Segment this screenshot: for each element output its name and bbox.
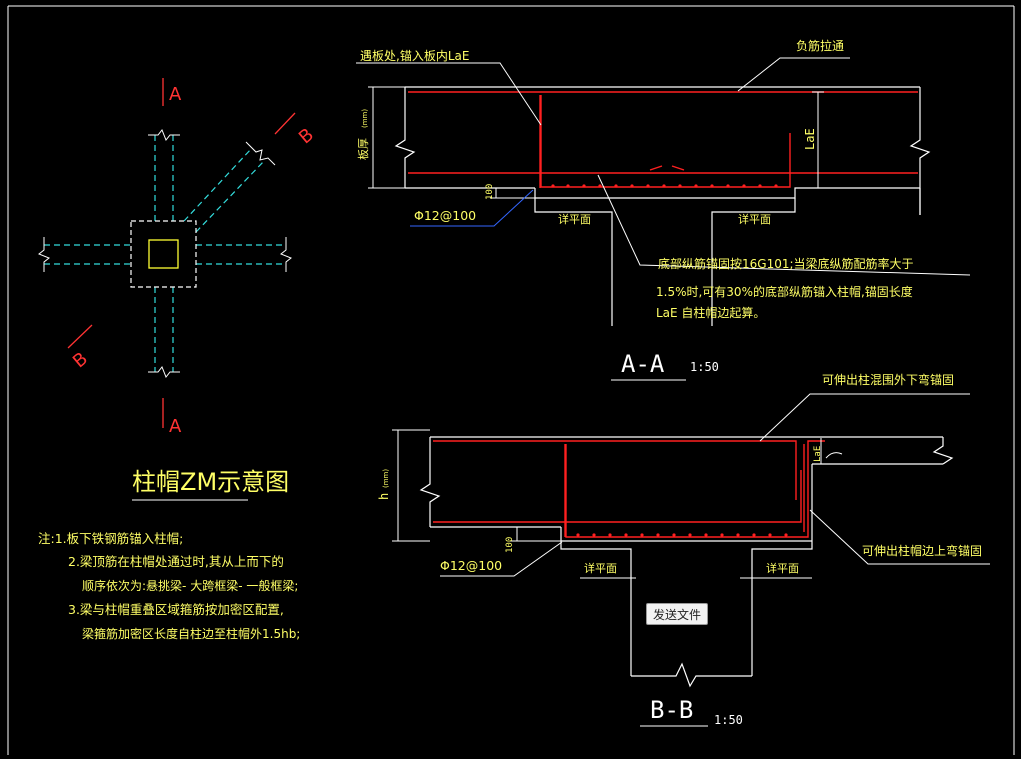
plan-view: A A B B 柱帽ZM示意图	[38, 78, 318, 501]
bb-section-title: B-B	[650, 696, 693, 724]
cut-b-bottom-label: B	[69, 348, 92, 372]
section-bb: 可伸出柱混围外下弯锚固 可伸出柱帽边上弯锚固 LaE h (mm) 100 Φ1…	[377, 372, 990, 727]
bb-depth-unit: (mm)	[382, 469, 390, 488]
plan-title: 柱帽ZM示意图	[132, 468, 289, 496]
aa-detail-right: 详平面	[738, 212, 771, 226]
aa-section-title: A-A	[621, 350, 665, 378]
bb-scale: 1:50	[714, 713, 743, 727]
section-aa: 遇板处,锚入板内LaE 负筋拉通 板厚 (mm) LaE 100 Φ12@100…	[356, 38, 971, 381]
aa-depth-label: 板厚	[356, 138, 370, 160]
cut-b-top-label: B	[295, 124, 318, 148]
note-line-4: 3.梁与柱帽重叠区域箍筋按加密区配置,	[68, 602, 284, 617]
column-cap-outline	[130, 220, 197, 288]
column-outline	[148, 239, 179, 269]
bb-depth-label: h	[377, 493, 391, 500]
aa-note-line-2: 1.5%时,可有30%的底部纵筋锚入柱帽,锚固长度	[656, 284, 913, 299]
bb-anchor-label: LaE	[813, 446, 823, 462]
note-line-3: 顺序依次为:悬挑梁- 大跨框梁- 一般框梁;	[82, 578, 298, 593]
bb-label-right: 可伸出柱帽边上弯锚固	[862, 543, 982, 558]
aa-label-top-left: 遇板处,锚入板内LaE	[360, 48, 469, 63]
aa-note-line-3: LaE 自柱帽边起算。	[656, 305, 765, 320]
cut-a-bottom-label: A	[169, 416, 182, 437]
bb-stirrup-label: Φ12@100	[440, 558, 502, 573]
aa-detail-left: 详平面	[558, 212, 591, 226]
bb-label-top-right: 可伸出柱混围外下弯锚固	[822, 372, 954, 387]
cut-a-top-label: A	[169, 84, 182, 105]
note-line-2: 2.梁顶筋在柱帽处通过时,其从上而下的	[68, 554, 284, 569]
aa-anchor-label: LaE	[803, 128, 817, 150]
bb-detail-left: 详平面	[584, 561, 617, 575]
drawing-frame	[7, 5, 1015, 755]
send-file-button[interactable]: 发送文件	[646, 603, 708, 625]
aa-depth-unit: (mm)	[361, 109, 369, 128]
bb-cover-label: 100	[505, 537, 515, 553]
note-line-5: 梁箍筋加密区长度自柱边至柱帽外1.5hb;	[82, 626, 300, 641]
aa-label-top-right: 负筋拉通	[796, 38, 844, 53]
aa-cover-label: 100	[485, 184, 495, 200]
aa-scale: 1:50	[690, 360, 719, 374]
bb-detail-right: 详平面	[766, 561, 799, 575]
aa-note-line-1: 底部纵筋锚固按16G101;当梁底纵筋配筋率大于	[658, 256, 914, 271]
notes-block: 注:1.板下铁钢筋锚入柱帽; 2.梁顶筋在柱帽处通过时,其从上而下的 顺序依次为…	[38, 531, 300, 641]
note-line-1: 注:1.板下铁钢筋锚入柱帽;	[38, 531, 183, 546]
aa-stirrup-label: Φ12@100	[414, 208, 476, 223]
